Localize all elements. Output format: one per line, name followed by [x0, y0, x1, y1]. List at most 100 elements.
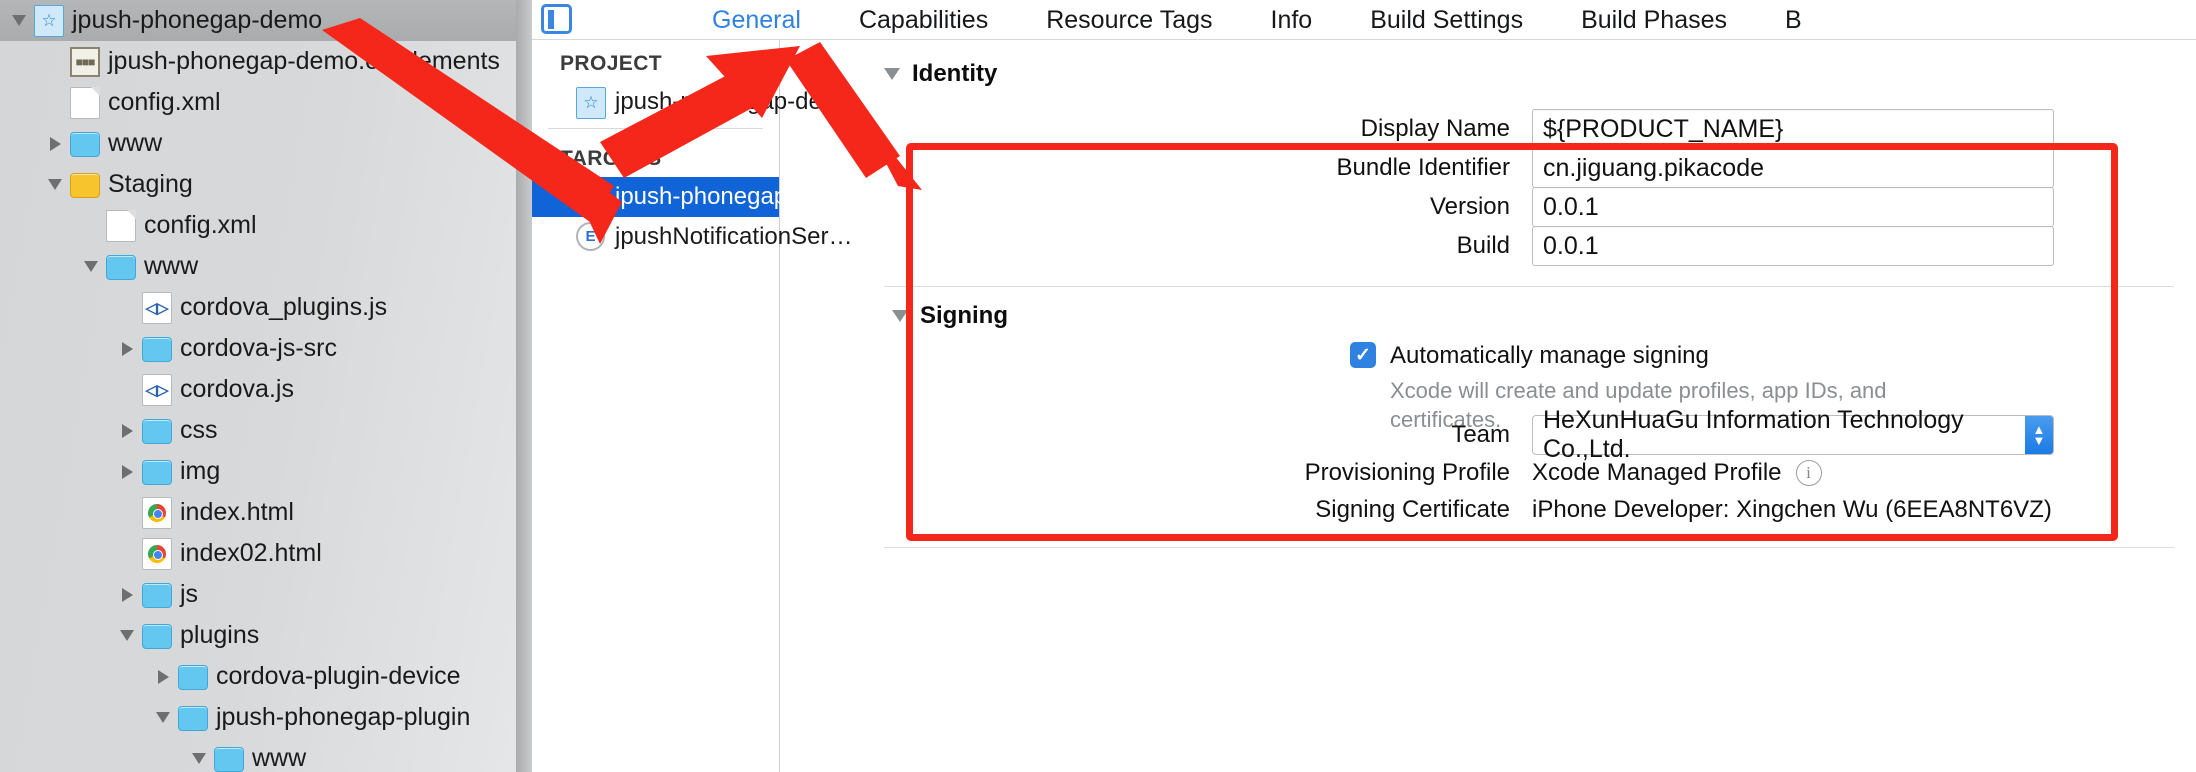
disclosure-triangle-icon[interactable] [6, 8, 32, 34]
navigator-row-plugins[interactable]: plugins [0, 615, 516, 656]
disclosure-triangle-icon [114, 541, 140, 567]
project-navigator[interactable]: ☆jpush-phonegap-demo■■■jpush-phonegap-de… [0, 0, 516, 772]
tab-b[interactable]: B [1785, 5, 1802, 34]
tab-build-settings[interactable]: Build Settings [1370, 5, 1524, 34]
navigator-row-label: www [252, 744, 307, 772]
navigator-row-index-html[interactable]: index.html [0, 492, 516, 533]
team-popup-button[interactable]: HeXunHuaGu Information Technology Co.,Lt… [1532, 406, 2054, 463]
navigator-row-label: jpush-phonegap-demo.entitlements [108, 47, 500, 75]
navigator-row-config-xml[interactable]: config.xml [0, 205, 516, 246]
disclosure-triangle-icon[interactable] [78, 254, 104, 280]
extension-target-icon: E [576, 221, 606, 253]
navigator-row-label: config.xml [108, 88, 221, 116]
identity-section-title[interactable]: Identity [884, 60, 997, 88]
tab-capabilities[interactable]: Capabilities [858, 5, 989, 34]
target-item-label: jpush-phonegap-de… [615, 183, 846, 210]
navigator-row-cordova-js-src[interactable]: cordova-js-src [0, 328, 516, 369]
project-target-list[interactable]: PROJECT ☆jpush-phonegap-de… TARGETS jpus… [532, 40, 852, 772]
disclosure-triangle-icon[interactable] [150, 664, 176, 690]
navigator-row-css[interactable]: css [0, 410, 516, 451]
navigator-row-cordova-plugin-device[interactable]: cordova-plugin-device [0, 656, 516, 697]
disclosure-triangle-icon[interactable] [114, 459, 140, 485]
tab-general[interactable]: General [712, 5, 801, 34]
tab-resource-tags[interactable]: Resource Tags [1046, 5, 1213, 34]
navigator-row-js[interactable]: js [0, 574, 516, 615]
disclosure-triangle-icon[interactable] [150, 705, 176, 731]
signing-certificate-value: iPhone Developer: Xingchen Wu (6EEA8NT6V… [1532, 496, 2052, 523]
target-item-label: jpushNotificationSer… [615, 223, 853, 250]
tab-build-phases[interactable]: Build Phases [1581, 5, 1728, 34]
disclosure-triangle-icon[interactable] [42, 172, 68, 198]
disclosure-triangle-icon [114, 500, 140, 526]
provisioning-profile-row: Provisioning Profile Xcode Managed Profi… [780, 459, 2110, 487]
disclosure-triangle-icon[interactable] [42, 131, 68, 157]
version-input[interactable]: 0.0.1 [1532, 187, 2054, 227]
display-name-input[interactable]: ${PRODUCT_NAME} [1532, 109, 2054, 149]
folder-blue-icon [178, 702, 208, 734]
provisioning-profile-label: Provisioning Profile [1304, 459, 1510, 486]
auto-manage-signing-row: ✓ Automatically manage signing Xcode wil… [1350, 342, 1890, 434]
folder-blue-icon [142, 415, 172, 447]
signing-certificate-label: Signing Certificate [1315, 496, 1510, 523]
disclosure-triangle-icon[interactable] [186, 746, 212, 772]
disclosure-triangle-icon[interactable] [892, 310, 908, 322]
target-list-divider [548, 128, 763, 129]
chevron-updown-icon[interactable]: ▲▼ [2024, 416, 2053, 454]
navigator-row-jpush-phonegap-demo[interactable]: ☆jpush-phonegap-demo [0, 0, 516, 41]
navigator-divider[interactable] [516, 0, 532, 772]
display-name-row: Display Name ${PRODUCT_NAME} [780, 109, 2110, 149]
folder-blue-icon [142, 333, 172, 365]
navigator-row-config-xml[interactable]: config.xml [0, 82, 516, 123]
tab-info[interactable]: Info [1270, 5, 1313, 34]
navigator-row-jpush-phonegap-plugin[interactable]: jpush-phonegap-plugin [0, 697, 516, 738]
folder-blue-icon [142, 620, 172, 652]
build-label: Build [1456, 232, 1510, 259]
navigator-row-cordova-plugins-js[interactable]: ◁▷cordova_plugins.js [0, 287, 516, 328]
build-input[interactable]: 0.0.1 [1532, 226, 2054, 266]
js-file-icon: ◁▷ [142, 291, 172, 324]
document-icon [70, 86, 100, 119]
navigator-row-label: cordova.js [180, 375, 294, 403]
folder-blue-icon [214, 743, 244, 772]
navigator-row-label: img [180, 457, 221, 485]
xcodeproj-icon: ☆ [576, 86, 606, 119]
navigator-row-label: index02.html [180, 539, 322, 567]
target-item-jpush-phonegap-de-[interactable]: jpush-phonegap-de… [532, 177, 846, 217]
folder-blue-icon [70, 128, 100, 160]
display-name-label: Display Name [1360, 115, 1510, 142]
signing-label: Signing [920, 302, 1008, 329]
navigator-toggle-icon[interactable] [541, 4, 572, 34]
navigator-row-cordova-js[interactable]: ◁▷cordova.js [0, 369, 516, 410]
folder-blue-icon [106, 251, 136, 283]
editor-tab-bar[interactable]: General Capabilities Resource Tags Info Buil… [712, 0, 1802, 40]
disclosure-triangle-icon[interactable] [884, 68, 900, 80]
navigator-row-label: js [180, 580, 199, 608]
disclosure-triangle-icon [114, 377, 140, 403]
info-icon[interactable]: i [1795, 460, 1822, 486]
bundle-identifier-input[interactable]: cn.jiguang.pikacode [1532, 148, 2054, 188]
project-section-header: PROJECT [560, 52, 662, 75]
auto-manage-signing-label: Automatically manage signing [1390, 342, 1709, 369]
signing-section-title[interactable]: Signing [892, 302, 1008, 330]
disclosure-triangle-icon[interactable] [114, 623, 140, 649]
navigator-row-www[interactable]: www [0, 123, 516, 164]
disclosure-triangle-icon[interactable] [114, 582, 140, 608]
html-file-icon [142, 537, 172, 570]
disclosure-triangle-icon[interactable] [114, 336, 140, 362]
disclosure-triangle-icon [42, 49, 68, 75]
project-item-jpush-phonegap-de-[interactable]: ☆jpush-phonegap-de… [532, 82, 846, 122]
navigator-row-www[interactable]: www [0, 246, 516, 287]
navigator-row-label: cordova-plugin-device [216, 662, 461, 690]
navigator-row-www[interactable]: www [0, 738, 516, 772]
navigator-row-index02-html[interactable]: index02.html [0, 533, 516, 574]
navigator-row-img[interactable]: img [0, 451, 516, 492]
auto-manage-signing-checkbox[interactable]: ✓ [1350, 342, 1376, 368]
disclosure-triangle-icon [42, 90, 68, 116]
disclosure-triangle-icon[interactable] [114, 418, 140, 444]
navigator-row-jpush-phonegap-demo-entitlements[interactable]: ■■■jpush-phonegap-demo.entitlements [0, 41, 516, 82]
folder-blue-icon [142, 456, 172, 488]
navigator-row-label: cordova-js-src [180, 334, 337, 362]
navigator-row-staging[interactable]: Staging [0, 164, 516, 205]
